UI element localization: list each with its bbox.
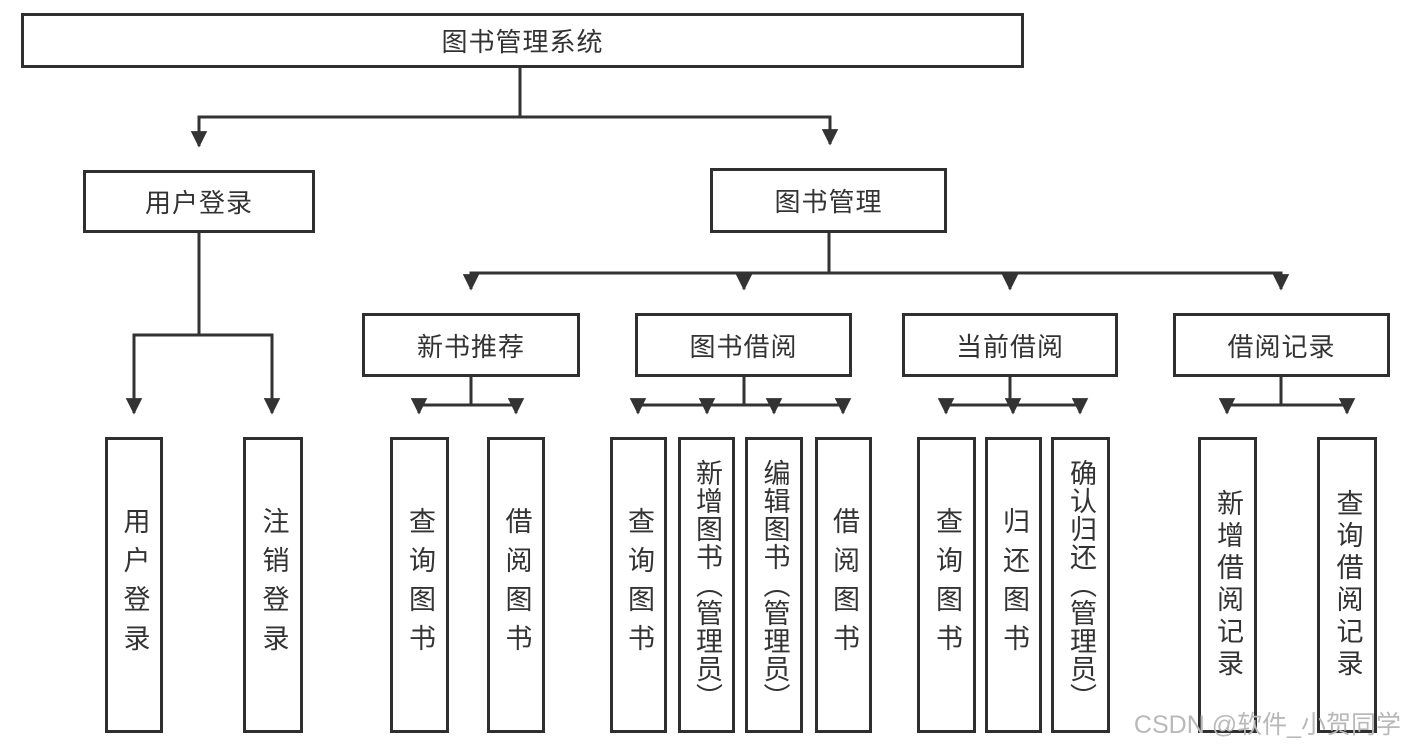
leaf-label: 编辑图书（管理员）: [759, 459, 790, 711]
leaf-add-borrow-record: 新增借阅记录: [1198, 437, 1257, 733]
node-borrow-records: 借阅记录: [1173, 313, 1390, 377]
leaf-label: 查询图书: [405, 507, 435, 663]
leaf-label: 新增借阅记录: [1213, 489, 1243, 681]
leaf-current-query-book: 查询图书: [917, 437, 976, 733]
leaf-label: 查询借阅记录: [1332, 489, 1363, 681]
node-current-borrow: 当前借阅: [902, 313, 1118, 377]
csdn-watermark: CSDN @软件_小贺同学: [1133, 711, 1401, 739]
node-library-management-system: 图书管理系统: [21, 13, 1024, 68]
leaf-newbooks-query-book: 查询图书: [390, 437, 449, 733]
leaf-label: 归还图书: [999, 507, 1029, 663]
leaf-query-borrow-record: 查询借阅记录: [1317, 437, 1377, 733]
node-user-login: 用户登录: [83, 170, 315, 233]
node-book-management: 图书管理: [710, 168, 947, 233]
leaf-label: 新增图书（管理员）: [692, 459, 722, 711]
leaf-label: 用户登录: [119, 507, 150, 663]
node-book-borrow: 图书借阅: [635, 313, 852, 377]
leaf-newbooks-borrow-book: 借阅图书: [487, 437, 545, 733]
leaf-logout: 注销登录: [243, 437, 303, 733]
leaf-add-book-admin: 新增图书（管理员）: [678, 437, 735, 733]
node-new-book-recommend: 新书推荐: [362, 313, 580, 377]
leaf-label: 查询图书: [932, 507, 962, 663]
leaf-confirm-return-admin: 确认归还（管理员）: [1051, 437, 1110, 733]
leaf-label: 确认归还（管理员）: [1066, 459, 1096, 711]
leaf-label: 借阅图书: [829, 507, 859, 663]
leaf-user-login: 用户登录: [105, 437, 163, 733]
leaf-edit-book-admin: 编辑图书（管理员）: [745, 437, 803, 733]
leaf-label: 查询图书: [624, 507, 654, 663]
leaf-borrow-query-book: 查询图书: [610, 437, 667, 733]
leaf-label: 借阅图书: [501, 507, 532, 663]
leaf-return-book: 归还图书: [985, 437, 1042, 733]
leaf-label: 注销登录: [258, 507, 289, 663]
leaf-borrow-book: 借阅图书: [815, 437, 872, 733]
